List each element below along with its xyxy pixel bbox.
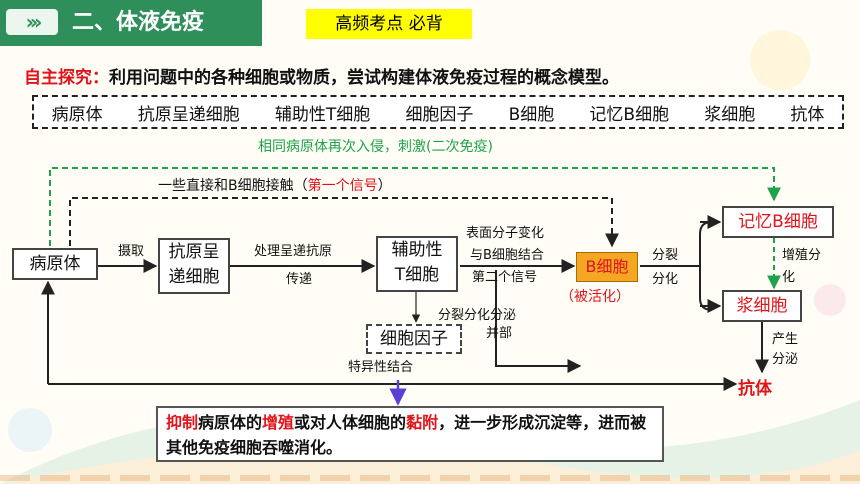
exam-tag: 高频考点 必背	[306, 9, 472, 39]
node-memory-b-cell: 记忆B细胞	[722, 206, 834, 238]
secondary-immune-label: 相同病原体再次入侵，刺激(二次免疫)	[258, 139, 493, 155]
produce-label-2: 分泌	[772, 352, 799, 367]
divide-label-2: 分化	[652, 272, 679, 287]
proliferate-label-1: 增殖分	[782, 248, 822, 263]
activated-label: （被活化）	[560, 289, 630, 305]
term: 细胞因子	[405, 104, 474, 125]
node-cytokine: 细胞因子	[366, 324, 462, 354]
specific-binding-label: 特异性结合	[348, 360, 414, 375]
term: 浆细胞	[704, 104, 756, 125]
surface-label-1: 表面分子变化	[466, 226, 545, 241]
process-label-2: 传递	[286, 272, 313, 287]
term: 抗原呈递细胞	[137, 104, 240, 125]
term: B细胞	[508, 104, 555, 125]
surface-label-2: 与B细胞结合	[470, 248, 544, 263]
node-antigen-presenting-cell: 抗原呈递细胞	[158, 238, 230, 294]
divide-label-1: 分裂	[652, 248, 679, 263]
term: 抗体	[790, 104, 825, 125]
term: 记忆B细胞	[589, 104, 670, 125]
proliferate-label-2: 化	[782, 270, 796, 285]
chevron-icon: ›››	[6, 9, 58, 35]
term: 病原体	[51, 104, 103, 125]
explore-prompt: 自主探究：利用问题中的各种细胞或物质，尝试构建体液免疫过程的概念模型。	[24, 63, 619, 88]
uptake-label: 摄取	[118, 244, 145, 259]
secrete-tail-label: 并部	[486, 326, 513, 341]
produce-label-1: 产生	[772, 332, 799, 347]
divide-secrete-label: 分裂分化分泌	[438, 308, 517, 323]
node-b-cell: B细胞	[576, 252, 638, 282]
node-plasma-cell: 浆细胞	[722, 290, 802, 322]
terms-box: 病原体 抗原呈递细胞 辅助性T细胞 细胞因子 B细胞 记忆B细胞 浆细胞 抗体	[32, 95, 844, 129]
section-title: 二、体液免疫	[72, 10, 205, 35]
explore-text: 利用问题中的各种细胞或物质，尝试构建体液免疫过程的概念模型。	[109, 68, 619, 88]
node-antibody: 抗体	[738, 379, 772, 399]
term: 辅助性T细胞	[274, 104, 371, 125]
antibody-function-note: 抑制病原体的增殖或对人体细胞的黏附，进一步形成沉淀等，进而被其他免疫细胞吞噬消化…	[156, 406, 664, 462]
node-pathogen: 病原体	[12, 248, 98, 280]
first-signal-label: 第一个信号	[307, 178, 378, 194]
second-signal-label: 第二个信号	[472, 270, 538, 285]
process-label-1: 处理呈递抗原	[254, 244, 333, 259]
direct-contact-label: 一些直接和B细胞接触（第一个信号）	[158, 178, 392, 194]
explore-label: 自主探究：	[24, 68, 109, 88]
